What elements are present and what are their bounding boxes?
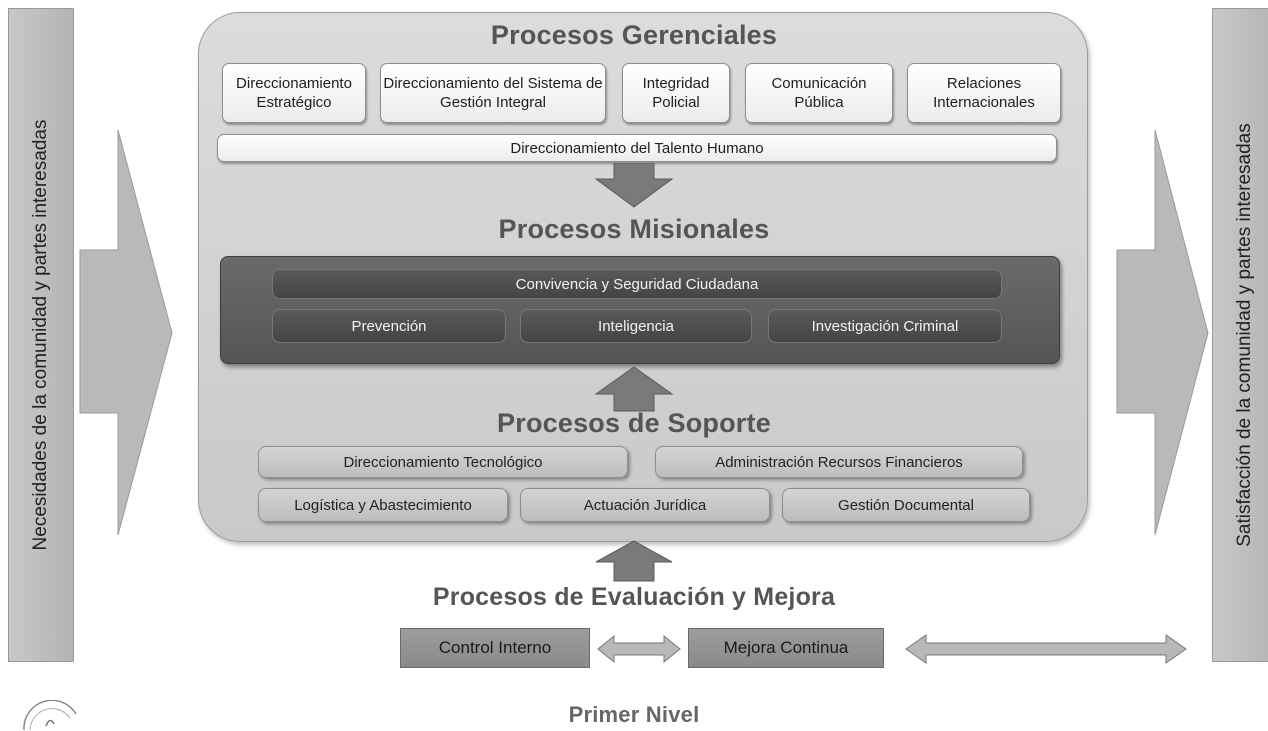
up-arrow-icon	[594, 366, 674, 412]
seal-logo-icon	[23, 700, 77, 731]
mision-box: Inteligencia	[520, 309, 752, 343]
misionales-title: Procesos Misionales	[498, 214, 770, 244]
soporte-box: Actuación Jurídica	[520, 488, 770, 522]
soporte-box: Logística y Abastecimiento	[258, 488, 508, 522]
evaluation-up-arrow-icon	[595, 540, 673, 582]
down-arrow-icon	[594, 163, 674, 208]
control-interno-box: Control Interno	[400, 628, 590, 668]
gerencial-box: Direccionamiento Estratégico	[222, 63, 366, 123]
mision-box: Prevención	[272, 309, 506, 343]
soporte-box: Gestión Documental	[782, 488, 1030, 522]
gerenciales-title: Procesos Gerenciales	[490, 20, 778, 50]
long-double-arrow-icon	[905, 634, 1187, 664]
needs-bar: Necesidades de la comunidad y partes int…	[8, 8, 74, 662]
gerencial-box: Direccionamiento del Sistema de Gestión …	[380, 63, 606, 123]
soporte-title: Procesos de Soporte	[497, 408, 771, 438]
output-arrow-icon	[1116, 129, 1209, 536]
talento-humano-box: Direccionamiento del Talento Humano	[217, 134, 1057, 162]
satisfaction-bar: Satisfacción de la comunidad y partes in…	[1212, 8, 1268, 662]
double-arrow-icon	[597, 634, 681, 664]
mision-box: Investigación Criminal	[768, 309, 1002, 343]
gerencial-box: Comunicación Pública	[745, 63, 893, 123]
level-label: Primer Nivel	[568, 702, 700, 727]
gerencial-box: Integridad Policial	[622, 63, 730, 123]
mejora-continua-box: Mejora Continua	[688, 628, 884, 668]
gerencial-box: Relaciones Internacionales	[907, 63, 1061, 123]
input-arrow-icon	[79, 129, 173, 536]
convivencia-box: Convivencia y Seguridad Ciudadana	[272, 269, 1002, 299]
evaluacion-title: Procesos de Evaluación y Mejora	[432, 583, 836, 611]
satisfaction-label: Satisfacción de la comunidad y partes in…	[1234, 123, 1255, 547]
soporte-box: Administración Recursos Financieros	[655, 446, 1023, 478]
needs-label: Necesidades de la comunidad y partes int…	[30, 119, 51, 551]
soporte-box: Direccionamiento Tecnológico	[258, 446, 628, 478]
